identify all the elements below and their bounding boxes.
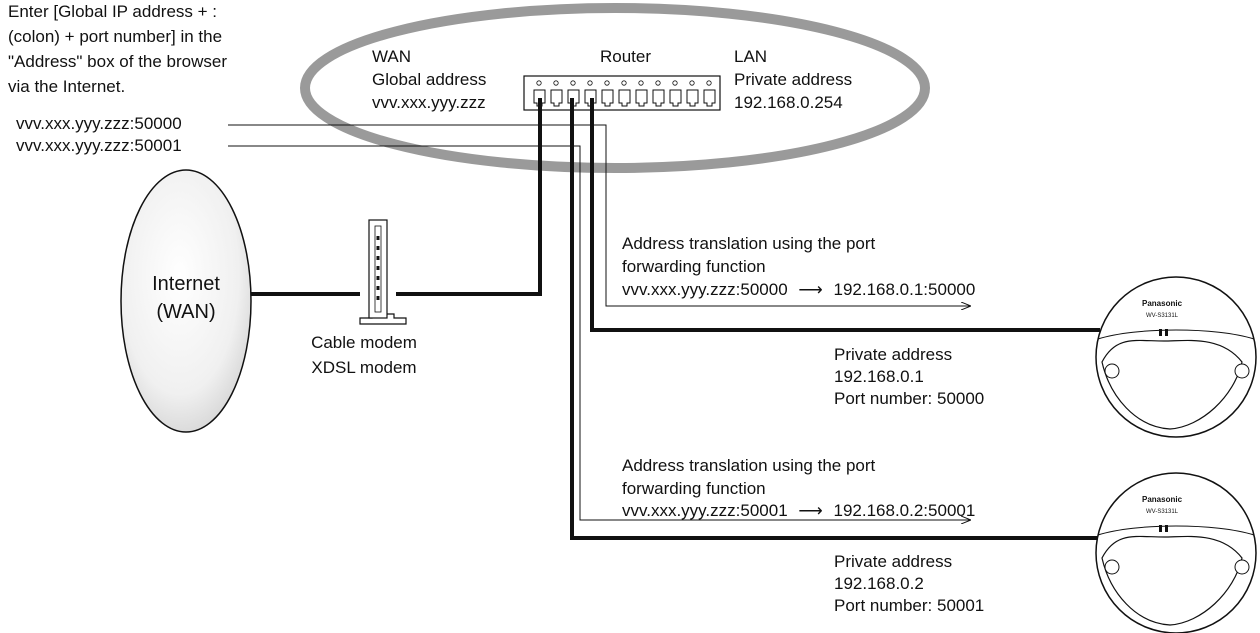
- camera-1-ip: 192.168.0.1: [834, 367, 924, 386]
- translation-1-line-2: forwarding function: [622, 257, 766, 276]
- translation-2-rule: vvv.xxx.yyy.zzz:50001 ⟶ 192.168.0.2:5000…: [622, 501, 975, 520]
- cable-router-to-camera-1: [590, 98, 1100, 332]
- request-line-50001: [228, 145, 970, 520]
- translation-2-from: vvv.xxx.yyy.zzz:50001: [622, 501, 788, 520]
- camera-2-ip: 192.168.0.2: [834, 574, 924, 593]
- translation-1-to: 192.168.0.1:50000: [834, 280, 976, 299]
- instruction-line-2: (colon) + port number] in the: [8, 27, 222, 46]
- router-led: [689, 80, 695, 86]
- camera-1-model: WV-S3131L: [1146, 313, 1179, 319]
- router-port: [703, 89, 716, 107]
- translation-1-from: vvv.xxx.yyy.zzz:50000: [622, 280, 788, 299]
- camera-2-info: Private address 192.168.0.2 Port number:…: [834, 552, 984, 615]
- translation-2-arrow: ⟶: [798, 501, 822, 520]
- router-icon: [523, 75, 721, 111]
- modem-led: [376, 236, 380, 240]
- router-highlight-ellipse: [300, 3, 930, 173]
- translation-2-line-2: forwarding function: [622, 479, 766, 498]
- translation-2-line-1: Address translation using the port: [622, 456, 876, 475]
- router-port: [550, 89, 563, 107]
- instruction-line-3: "Address" box of the browser: [8, 52, 227, 71]
- modem-led: [376, 246, 380, 250]
- cable-router-to-modem: [396, 98, 542, 296]
- router-port: [618, 89, 631, 107]
- translation-1-arrow: ⟶: [798, 280, 822, 299]
- camera-1-icon: Panasonic WV-S3131L: [1095, 276, 1257, 438]
- router-label: Router: [600, 47, 651, 66]
- router-led: [672, 80, 678, 86]
- router-led: [570, 80, 576, 86]
- camera-2-icon: Panasonic WV-S3131L: [1095, 472, 1257, 633]
- modem-led: [376, 296, 380, 300]
- router-led: [604, 80, 610, 86]
- router-port: [601, 89, 614, 107]
- instruction-line-4: via the Internet.: [8, 77, 125, 96]
- instruction-line-1: Enter [Global IP address + :: [8, 2, 217, 21]
- camera-2-model: WV-S3131L: [1146, 509, 1179, 515]
- modem-led: [376, 276, 380, 280]
- internet-sub-label: (WAN): [156, 301, 215, 323]
- translation-1-rule: vvv.xxx.yyy.zzz:50000 ⟶ 192.168.0.1:5000…: [622, 280, 975, 299]
- router-wan-value: vvv.xxx.yyy.zzz: [372, 93, 486, 112]
- cable-router-to-camera-2: [570, 98, 1100, 540]
- router-led: [621, 80, 627, 86]
- router-led: [587, 80, 593, 86]
- camera-2-brand: Panasonic: [1142, 495, 1183, 504]
- router-led: [655, 80, 661, 86]
- camera-1-info: Private address 192.168.0.1 Port number:…: [834, 345, 984, 408]
- internet-label: Internet: [152, 273, 220, 295]
- router-port: [652, 89, 665, 107]
- network-cables: [248, 98, 1100, 540]
- router-lan-value: 192.168.0.254: [734, 93, 843, 112]
- router-port: [635, 89, 648, 107]
- router-led: [638, 80, 644, 86]
- instruction-url-2: vvv.xxx.yyy.zzz:50001: [16, 136, 182, 155]
- request-lines: [228, 124, 970, 520]
- modem-label-2: XDSL modem: [311, 358, 416, 377]
- router-lan-title: LAN: [734, 47, 767, 66]
- router-port: [686, 89, 699, 107]
- router-led: [553, 80, 559, 86]
- router-led: [706, 80, 712, 86]
- request-line-50000: [228, 124, 970, 306]
- translation-2-to: 192.168.0.2:50001: [834, 501, 976, 520]
- camera-1-brand: Panasonic: [1142, 299, 1183, 308]
- translation-1-line-1: Address translation using the port: [622, 234, 876, 253]
- instruction-url-1: vvv.xxx.yyy.zzz:50000: [16, 114, 182, 133]
- modem-led: [376, 266, 380, 270]
- camera-1-address-title: Private address: [834, 345, 952, 364]
- modem-led: [376, 256, 380, 260]
- modem-label-1: Cable modem: [311, 333, 417, 352]
- camera-1-port: Port number: 50000: [834, 389, 984, 408]
- modem-icon: [359, 219, 407, 325]
- camera-2-port: Port number: 50001: [834, 596, 984, 615]
- translation-block-1: Address translation using the port forwa…: [622, 234, 975, 299]
- internet-cloud: Internet (WAN): [120, 169, 252, 433]
- router-wan-title: WAN: [372, 47, 411, 66]
- camera-2-address-title: Private address: [834, 552, 952, 571]
- router-wan-sub: Global address: [372, 70, 486, 89]
- modem-led: [376, 286, 380, 290]
- translation-block-2: Address translation using the port forwa…: [622, 456, 975, 520]
- router-port: [669, 89, 682, 107]
- router-led: [536, 80, 542, 86]
- instruction-text: Enter [Global IP address + : (colon) + p…: [8, 2, 227, 155]
- router-lan-sub: Private address: [734, 70, 852, 89]
